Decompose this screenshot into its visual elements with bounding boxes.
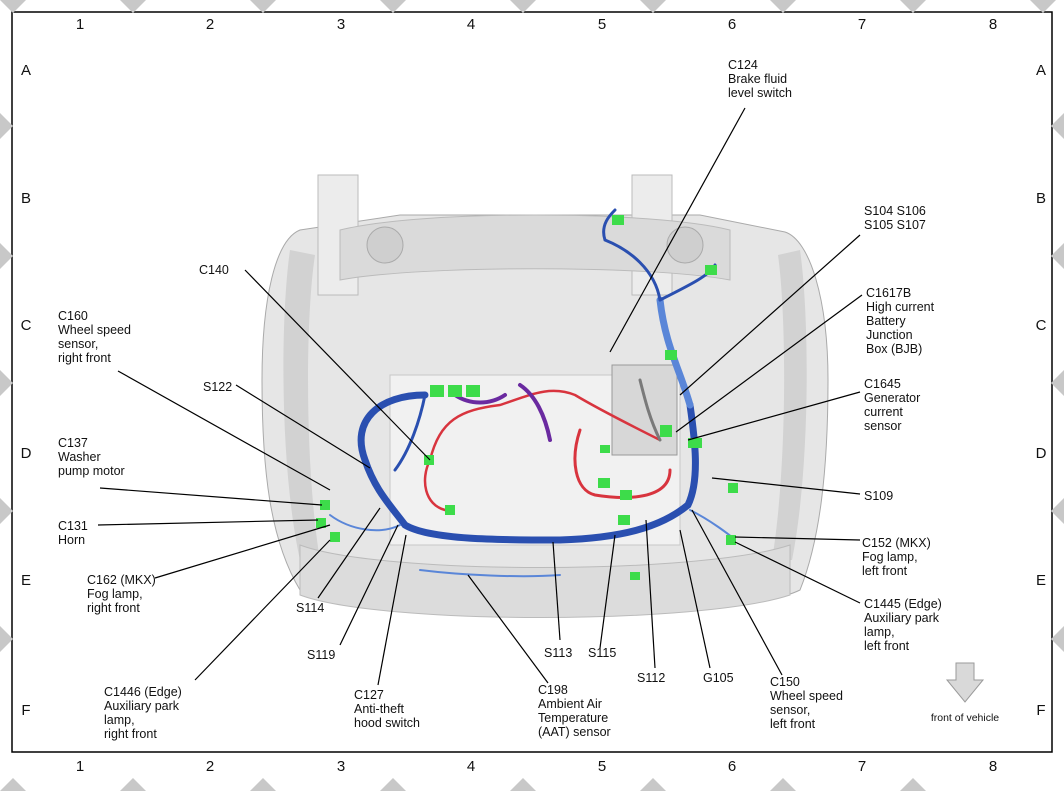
grid-columns-bottom: 1 2 3 4 5 6 7 8	[76, 758, 997, 775]
callout-c1617b-line: Battery	[866, 314, 906, 328]
callout-c1445-line: left front	[864, 639, 910, 653]
column-label-bottom: 4	[467, 758, 475, 775]
callout-c1645-line: sensor	[864, 419, 902, 433]
callout-s113-line: S113	[544, 646, 572, 660]
callout-c1445-line: Auxiliary park	[864, 611, 940, 625]
callout-c1645-line: current	[864, 405, 903, 419]
column-label-bottom: 3	[337, 758, 345, 775]
row-label-right: F	[1036, 702, 1045, 719]
callout-c127-line: C127	[354, 688, 384, 702]
callout-c162-line: Fog lamp,	[87, 587, 143, 601]
callout-s104-line: S105 S107	[864, 218, 926, 232]
callout-c1617b-line: C1617B	[866, 286, 911, 300]
callout-c137-line: pump motor	[58, 464, 125, 478]
column-label-top: 8	[989, 16, 997, 33]
callout-c152-line: left front	[862, 564, 908, 578]
front-of-vehicle-label: front of vehicle	[931, 712, 999, 724]
column-label-bottom: 5	[598, 758, 606, 775]
callout-c137-line: C137	[58, 436, 88, 450]
callout-c124-line: C124	[728, 58, 758, 72]
leader-lines	[97, 107, 863, 686]
column-label-bottom: 8	[989, 758, 997, 775]
callout-c1446-line: right front	[104, 727, 157, 741]
row-label-right: D	[1036, 445, 1047, 462]
callout-c152-line: Fog lamp,	[862, 550, 918, 564]
column-label-top: 2	[206, 16, 214, 33]
callout-c1445-line: C1445 (Edge)	[864, 597, 942, 611]
callout-c1617b-line: Box (BJB)	[866, 342, 922, 356]
callout-c131-line: Horn	[58, 533, 85, 547]
vehicle-front-end	[261, 174, 829, 618]
callout-c1446-line: lamp,	[104, 713, 135, 727]
column-label-top: 3	[337, 16, 345, 33]
row-label-left: F	[21, 702, 30, 719]
callout-s114-line: S114	[296, 601, 324, 615]
callout-c160-line: C160	[58, 309, 88, 323]
callout-c150-line: sensor,	[770, 703, 810, 717]
column-label-bottom: 6	[728, 758, 736, 775]
front-of-vehicle-indicator: front of vehicle	[931, 662, 999, 724]
column-label-top: 1	[76, 16, 84, 33]
callout-s122-line: S122	[203, 380, 232, 394]
callout-c1445-line: lamp,	[864, 625, 895, 639]
callout-c150-line: Wheel speed	[770, 689, 843, 703]
callout-c150-line: C150	[770, 675, 800, 689]
callout-c198-line: C198	[538, 683, 568, 697]
callout-c198-line: (AAT) sensor	[538, 725, 611, 739]
callout-c1617b-line: Junction	[866, 328, 913, 342]
column-label-bottom: 7	[858, 758, 866, 775]
down-arrow-icon	[945, 662, 985, 703]
callout-c124-line: Brake fluid	[728, 72, 787, 86]
column-label-bottom: 1	[76, 758, 84, 775]
row-label-right: C	[1036, 317, 1047, 334]
row-label-right: E	[1036, 572, 1046, 589]
callout-c1645-line: Generator	[864, 391, 920, 405]
column-label-top: 5	[598, 16, 606, 33]
column-label-bottom: 2	[206, 758, 214, 775]
row-label-left: D	[21, 445, 32, 462]
callout-c1645-line: C1645	[864, 377, 901, 391]
column-label-top: 4	[467, 16, 475, 33]
row-label-left: A	[21, 62, 31, 79]
row-label-left: E	[21, 572, 31, 589]
callout-c131-line: C131	[58, 519, 88, 533]
callout-c152-line: C152 (MKX)	[862, 536, 931, 550]
grid-rows-right: A B C D E F	[1036, 62, 1047, 719]
callout-c140-line: C140	[199, 263, 229, 277]
row-label-right: A	[1036, 62, 1046, 79]
callout-c137-line: Washer	[58, 450, 101, 464]
callout-c124-line: level switch	[728, 86, 792, 100]
row-label-left: C	[21, 317, 32, 334]
callout-s115-line: S115	[588, 646, 616, 660]
callout-g105-line: G105	[703, 671, 734, 685]
callout-c1617b-line: High current	[866, 300, 935, 314]
column-label-top: 6	[728, 16, 736, 33]
row-label-right: B	[1036, 190, 1046, 207]
connectors	[316, 215, 738, 580]
callout-s109-line: S109	[864, 489, 893, 503]
callout-c162-line: C162 (MKX)	[87, 573, 156, 587]
callout-c1446-line: Auxiliary park	[104, 699, 180, 713]
callout-s112-line: S112	[637, 671, 665, 685]
row-label-left: B	[21, 190, 31, 207]
callout-c127-line: Anti-theft	[354, 702, 405, 716]
callout-c150-line: left front	[770, 717, 816, 731]
callout-c160-line: sensor,	[58, 337, 98, 351]
callout-c127-line: hood switch	[354, 716, 420, 730]
callout-c162-line: right front	[87, 601, 140, 615]
column-label-top: 7	[858, 16, 866, 33]
callout-s104-line: S104 S106	[864, 204, 926, 218]
callout-s119-line: S119	[307, 648, 335, 662]
grid-columns-top: 1 2 3 4 5 6 7 8	[76, 16, 997, 33]
grid-rows-left: A B C D E F	[21, 62, 32, 719]
callout-c1446-line: C1446 (Edge)	[104, 685, 182, 699]
callout-c160-line: Wheel speed	[58, 323, 131, 337]
callout-c160-line: right front	[58, 351, 111, 365]
callout-c198-line: Ambient Air	[538, 697, 602, 711]
callout-c198-line: Temperature	[538, 711, 608, 725]
